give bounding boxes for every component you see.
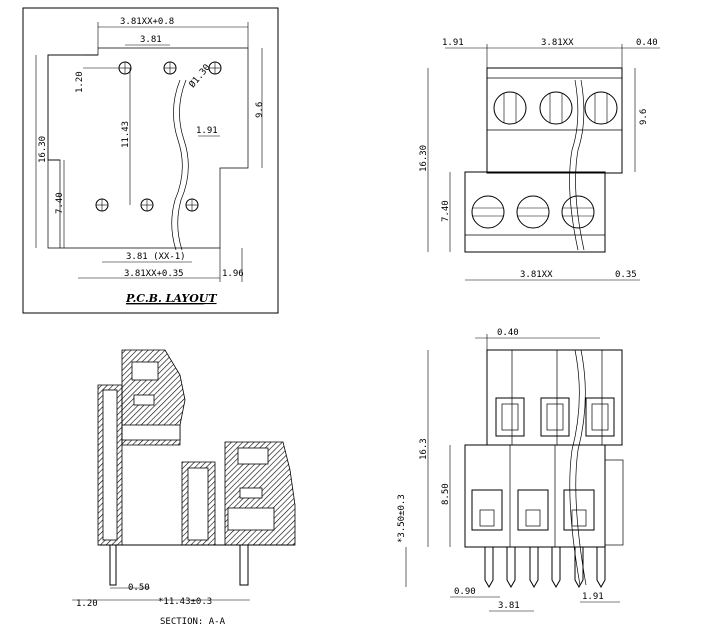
pcb-bottom-overall: 3.81XX+0.35 bbox=[124, 269, 184, 279]
front-view-pitch: 3.81 bbox=[498, 601, 520, 611]
front-view-top: 0.40 bbox=[497, 328, 519, 338]
section-span: *11.43±0.3 bbox=[158, 597, 212, 607]
section-pin-left: 1.20 bbox=[76, 599, 98, 609]
front-view-upper-openings bbox=[495, 397, 615, 437]
top-view-left: 1.91 bbox=[442, 38, 464, 48]
front-view-pin-length: *3.50±0.3 bbox=[397, 494, 407, 543]
pcb-hole-offset: 1.20 bbox=[75, 71, 85, 93]
top-view-height-total: 16.30 bbox=[419, 145, 429, 172]
top-view-bottom-right: 0.35 bbox=[615, 270, 637, 280]
top-view-lower-height: 7.40 bbox=[441, 200, 451, 222]
pcb-frame bbox=[22, 7, 279, 314]
top-view-right-height: 9.6 bbox=[639, 109, 649, 125]
front-view-lower-openings bbox=[471, 489, 595, 531]
section-caption: SECTION: A-A bbox=[160, 617, 226, 627]
front-view-height-total: 16.3 bbox=[419, 438, 429, 460]
front-view-pins bbox=[484, 547, 606, 589]
top-view: 1.91 3.81XX 0.40 16.30 9.6 7.40 3.81XX 0… bbox=[419, 38, 660, 281]
top-view-upper-screws bbox=[493, 91, 618, 125]
pcb-row-spacing: 11.43 bbox=[121, 121, 131, 148]
front-view-pin-offset: 0.90 bbox=[454, 587, 476, 597]
pcb-holes bbox=[95, 61, 222, 212]
top-view-width: 3.81XX bbox=[541, 38, 574, 48]
pcb-notch: 1.91 bbox=[196, 126, 218, 136]
top-view-bottom-width: 3.81XX bbox=[520, 270, 553, 280]
front-view-pin-right: 1.91 bbox=[582, 592, 604, 602]
top-view-right: 0.40 bbox=[636, 38, 658, 48]
pcb-bottom-right: 1.96 bbox=[222, 269, 244, 279]
section-view: 1.20 0.50 *11.43±0.3 SECTION: A-A bbox=[72, 349, 296, 627]
pcb-hole-dia: Ø1.30 bbox=[187, 62, 213, 90]
front-view-lower-height: 8.50 bbox=[441, 483, 451, 505]
pcb-pitch-bottom: 3.81 (XX-1) bbox=[126, 252, 186, 262]
section-pin-gap: 0.50 bbox=[128, 583, 150, 593]
pcb-title: P.C.B. LAYOUT bbox=[125, 292, 217, 305]
front-view: 0.40 16.3 8.50 *3.50±0.3 0.90 3.81 1.91 bbox=[397, 328, 624, 612]
pcb-height-right: 9.6 bbox=[255, 102, 265, 118]
top-view-lower-screws bbox=[471, 195, 595, 229]
pcb-pitch-top: 3.81 bbox=[140, 35, 162, 45]
pcb-height-total: 16.30 bbox=[38, 136, 48, 163]
pcb-top-overall: 3.81XX+0.8 bbox=[120, 17, 174, 27]
pcb-lower-height: 7.40 bbox=[55, 192, 65, 214]
pcb-layout-panel: 3.81XX+0.8 3.81 1.20 11.43 Ø1.30 1.91 16… bbox=[22, 7, 279, 314]
